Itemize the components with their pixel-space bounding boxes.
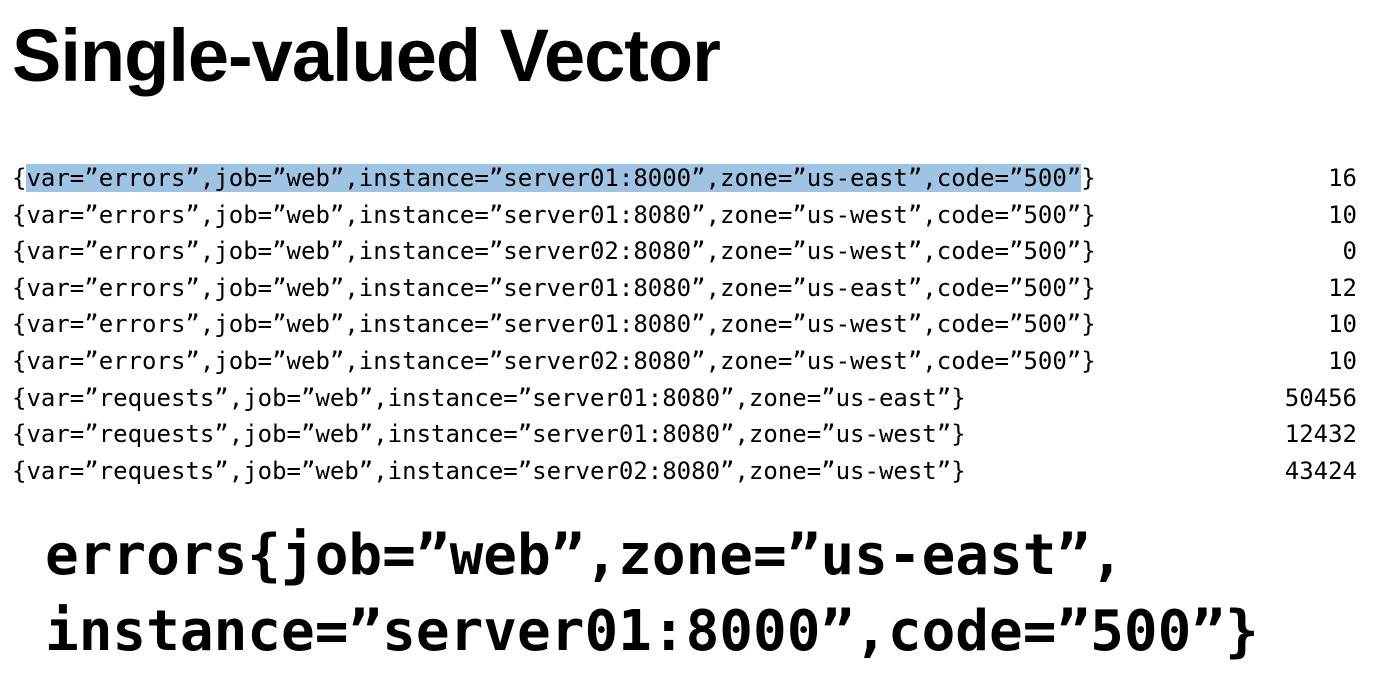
series-value: 16 [1328, 164, 1357, 192]
label-set: var=”errors”,job=”web”,instance=”server0… [26, 346, 1082, 375]
brace-open: { [12, 200, 27, 229]
series-row-9: {var=”requests”,job=”web”,instance=”serv… [12, 453, 1357, 490]
label-set: var=”requests”,job=”web”,instance=”serve… [26, 383, 952, 412]
series-list: {var=”errors”,job=”web”,instance=”server… [12, 160, 1357, 489]
brace-close: } [1081, 237, 1096, 266]
series-value: 0 [1342, 237, 1357, 266]
series-labels[interactable]: {var=”requests”,job=”web”,instance=”serv… [12, 416, 966, 453]
brace-open: { [12, 310, 27, 339]
series-row-2: {var=”errors”,job=”web”,instance=”server… [12, 197, 1357, 234]
series-labels[interactable]: {var=”errors”,job=”web”,instance=”server… [12, 160, 1096, 197]
series-row-1: {var=”errors”,job=”web”,instance=”server… [12, 160, 1357, 197]
series-value: 10 [1328, 200, 1357, 229]
brace-open: { [12, 456, 27, 485]
series-row-4: {var=”errors”,job=”web”,instance=”server… [12, 270, 1357, 307]
series-value: 12 [1328, 273, 1357, 302]
query-line-2: instance=”server01:8000”,code=”500”} [45, 599, 1259, 664]
page-title: Single-valued Vector [12, 14, 721, 97]
query-line-1: errors{job=”web”,zone=”us-east”, [45, 523, 1124, 588]
series-row-6: {var=”errors”,job=”web”,instance=”server… [12, 343, 1357, 380]
series-value: 12432 [1284, 420, 1357, 449]
brace-open: { [12, 273, 27, 302]
label-set: var=”errors”,job=”web”,instance=”server0… [26, 273, 1082, 302]
series-labels[interactable]: {var=”errors”,job=”web”,instance=”server… [12, 343, 1096, 380]
series-labels[interactable]: {var=”requests”,job=”web”,instance=”serv… [12, 453, 966, 490]
brace-close: } [1081, 310, 1096, 339]
series-value: 10 [1328, 346, 1357, 375]
brace-close: } [1081, 346, 1096, 375]
highlighted-selection[interactable]: var=”errors”,job=”web”,instance=”server0… [26, 164, 1082, 192]
series-labels[interactable]: {var=”errors”,job=”web”,instance=”server… [12, 306, 1096, 343]
series-labels[interactable]: {var=”errors”,job=”web”,instance=”server… [12, 197, 1096, 234]
brace-close: } [1081, 164, 1096, 192]
brace-close: } [951, 420, 966, 449]
series-labels[interactable]: {var=”requests”,job=”web”,instance=”serv… [12, 380, 966, 417]
series-row-8: {var=”requests”,job=”web”,instance=”serv… [12, 416, 1357, 453]
series-row-3: {var=”errors”,job=”web”,instance=”server… [12, 233, 1357, 270]
query-expression: errors{job=”web”,zone=”us-east”, instanc… [45, 518, 1259, 670]
label-set: var=”errors”,job=”web”,instance=”server0… [26, 310, 1082, 339]
series-value: 10 [1328, 310, 1357, 339]
series-row-5: {var=”errors”,job=”web”,instance=”server… [12, 306, 1357, 343]
series-labels[interactable]: {var=”errors”,job=”web”,instance=”server… [12, 270, 1096, 307]
series-labels[interactable]: {var=”errors”,job=”web”,instance=”server… [12, 233, 1096, 270]
brace-close: } [951, 383, 966, 412]
series-row-7: {var=”requests”,job=”web”,instance=”serv… [12, 380, 1357, 417]
brace-close: } [1081, 273, 1096, 302]
brace-open: { [12, 237, 27, 266]
brace-open: { [12, 164, 27, 192]
brace-open: { [12, 346, 27, 375]
label-set: var=”requests”,job=”web”,instance=”serve… [26, 420, 952, 449]
brace-open: { [12, 383, 27, 412]
label-set: var=”errors”,job=”web”,instance=”server0… [26, 200, 1082, 229]
series-value: 43424 [1284, 456, 1357, 485]
label-set: var=”requests”,job=”web”,instance=”serve… [26, 456, 952, 485]
brace-close: } [1081, 200, 1096, 229]
series-value: 50456 [1284, 383, 1357, 412]
label-set: var=”errors”,job=”web”,instance=”server0… [26, 237, 1082, 266]
brace-close: } [951, 456, 966, 485]
brace-open: { [12, 420, 27, 449]
